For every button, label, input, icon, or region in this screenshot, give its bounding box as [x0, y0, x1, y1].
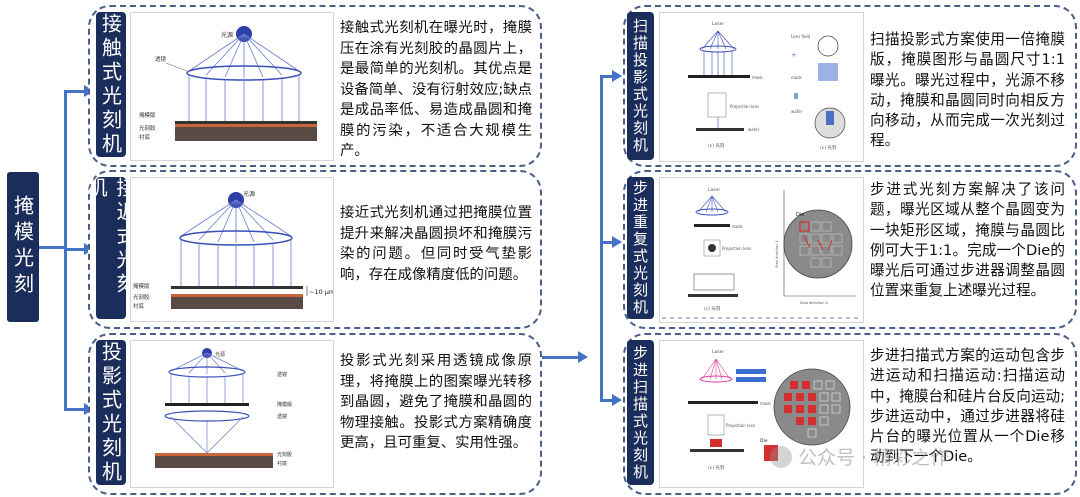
label-wafer-s1b: wafer [791, 109, 803, 114]
label-mask-s1b: mask [791, 75, 802, 80]
label-mask: 掩模版 [139, 111, 156, 119]
label-mask-s1: mask [752, 75, 763, 80]
diagram-step-scan: Laser mask Projection lens (c) 光刻 Die [659, 340, 864, 488]
label-caption-s1b: (c) 光刻 [820, 144, 837, 151]
connector-right-3 [600, 399, 614, 402]
label-mask-s2: mask [732, 224, 743, 229]
label-proj-lens: Projection lens [730, 104, 759, 109]
text-scan: 扫描投影式方案使用一倍掩膜版，掩膜图形与晶圆尺寸1:1曝光。曝光过程中，光源不移… [870, 31, 1065, 150]
label-substrate-2: 衬底 [133, 302, 145, 310]
label-gap: ~10 μm [309, 288, 333, 296]
root-label: 掩模光刻 [7, 172, 39, 322]
label-resist-3: 光刻胶 [277, 451, 292, 458]
label-lens: 透镜 [155, 55, 167, 63]
label-source: 光源 [221, 31, 233, 39]
label-proj-lens-2: Projection lens [722, 246, 751, 251]
text-step-scan: 步进扫描式方案的运动包含步进运动和扫描运动:扫描运动中，掩膜台和硅片台反向运动;… [870, 347, 1065, 466]
arrow-mid [578, 351, 588, 363]
label-die-3: Die [760, 438, 768, 444]
label-resist: 光刻胶 [139, 124, 156, 132]
label-laser-3: Laser [712, 349, 724, 355]
label-laser: Laser [712, 21, 724, 27]
tag-scan: 扫描投影式光刻机 [627, 12, 654, 160]
diagram-stepper: Laser mask Projection lens (c) 光刻 Die St… [659, 177, 864, 323]
label-caption-s2: (c) 光刻 [704, 305, 721, 312]
connector-root-stub [39, 246, 64, 249]
diagram-proximity: 光源 掩模版 光刻胶 衬底 ~10 μm [130, 177, 334, 322]
label-source-2: 光源 [243, 190, 255, 198]
label-caption-s3: (c) 光刻 [708, 464, 725, 471]
label-substrate: 衬底 [139, 133, 151, 141]
text-contact: 接触式光刻机在曝光时，掩膜压在涂有光刻胶的晶圆片上，是最简单的光刻机。其优点是设… [340, 20, 532, 159]
label-resist-2: 光刻胶 [133, 293, 150, 301]
text-proximity: 接近式光刻机通过把掩膜位置提升来解决晶圆损坏和掩膜污染的问题。但同时受气垫影响，… [340, 205, 532, 283]
label-lens-3b: 透镜 [277, 413, 287, 420]
connector-left-3 [64, 408, 84, 411]
tag-proximity: 接近式光刻机 [84, 177, 137, 319]
connector-right-vertical [600, 75, 603, 402]
arrow-right-3 [612, 394, 622, 406]
label-wafer-s1: wafer [748, 127, 760, 132]
label-step-x: Step direction X [800, 301, 829, 305]
label-laser-2: Laser [708, 187, 720, 193]
watermark: 公众号 · 精彩之作 [770, 443, 949, 470]
watermark-text: 公众号 · 精彩之作 [798, 447, 950, 469]
text-projection: 投影式光刻采用透镜成像原理，将掩膜上的图案曝光转移到晶圆，避免了掩膜和晶圆的物理… [340, 353, 532, 451]
label-lens-field: Lens field [791, 34, 811, 39]
tag-contact: 接触式光刻机 [96, 12, 126, 157]
connector-right-1 [600, 75, 614, 78]
label-caption-s1: (c) 光刻 [708, 142, 725, 149]
tag-stepper: 步进重复式光刻机 [627, 177, 654, 319]
label-lens-3: 透镜 [277, 371, 287, 378]
connector-left-1 [64, 90, 84, 93]
connector-right-2 [600, 241, 614, 244]
label-source-3: 光源 [215, 351, 225, 358]
diagram-projection: 光源 透镜 掩模版 透镜 光刻胶 衬底 [130, 340, 334, 488]
icon-plus: + [791, 51, 797, 59]
label-mask-2: 掩模版 [133, 282, 150, 290]
label-proj-lens-3: Projection lens [726, 423, 755, 428]
arrow-right-2 [612, 236, 622, 248]
text-stepper: 步进式光刻方案解决了该问题，曝光区域从整个晶圆变为一块矩形区域，掩膜与晶圆比例可… [870, 181, 1065, 300]
label-substrate-3: 衬底 [277, 460, 287, 467]
connector-mid-horizontal [541, 356, 579, 359]
diagram-scan: Laser mask Projection lens wafer (c) 光刻 … [659, 12, 864, 162]
label-die: Die [796, 212, 804, 218]
label-step-y: Step direction Y [775, 239, 779, 268]
tag-step-scan: 步进扫描式光刻机 [627, 340, 654, 485]
wechat-icon [770, 445, 792, 468]
diagram-contact: 光源 透镜 掩模版 光刻胶 衬底 [130, 12, 334, 161]
label-mask-s3: mask [760, 401, 771, 406]
label-mask-3: 掩模版 [277, 401, 292, 408]
tag-projection: 投影式光刻机 [96, 340, 126, 485]
connector-left-2 [64, 248, 84, 251]
arrow-right-1 [612, 70, 622, 82]
